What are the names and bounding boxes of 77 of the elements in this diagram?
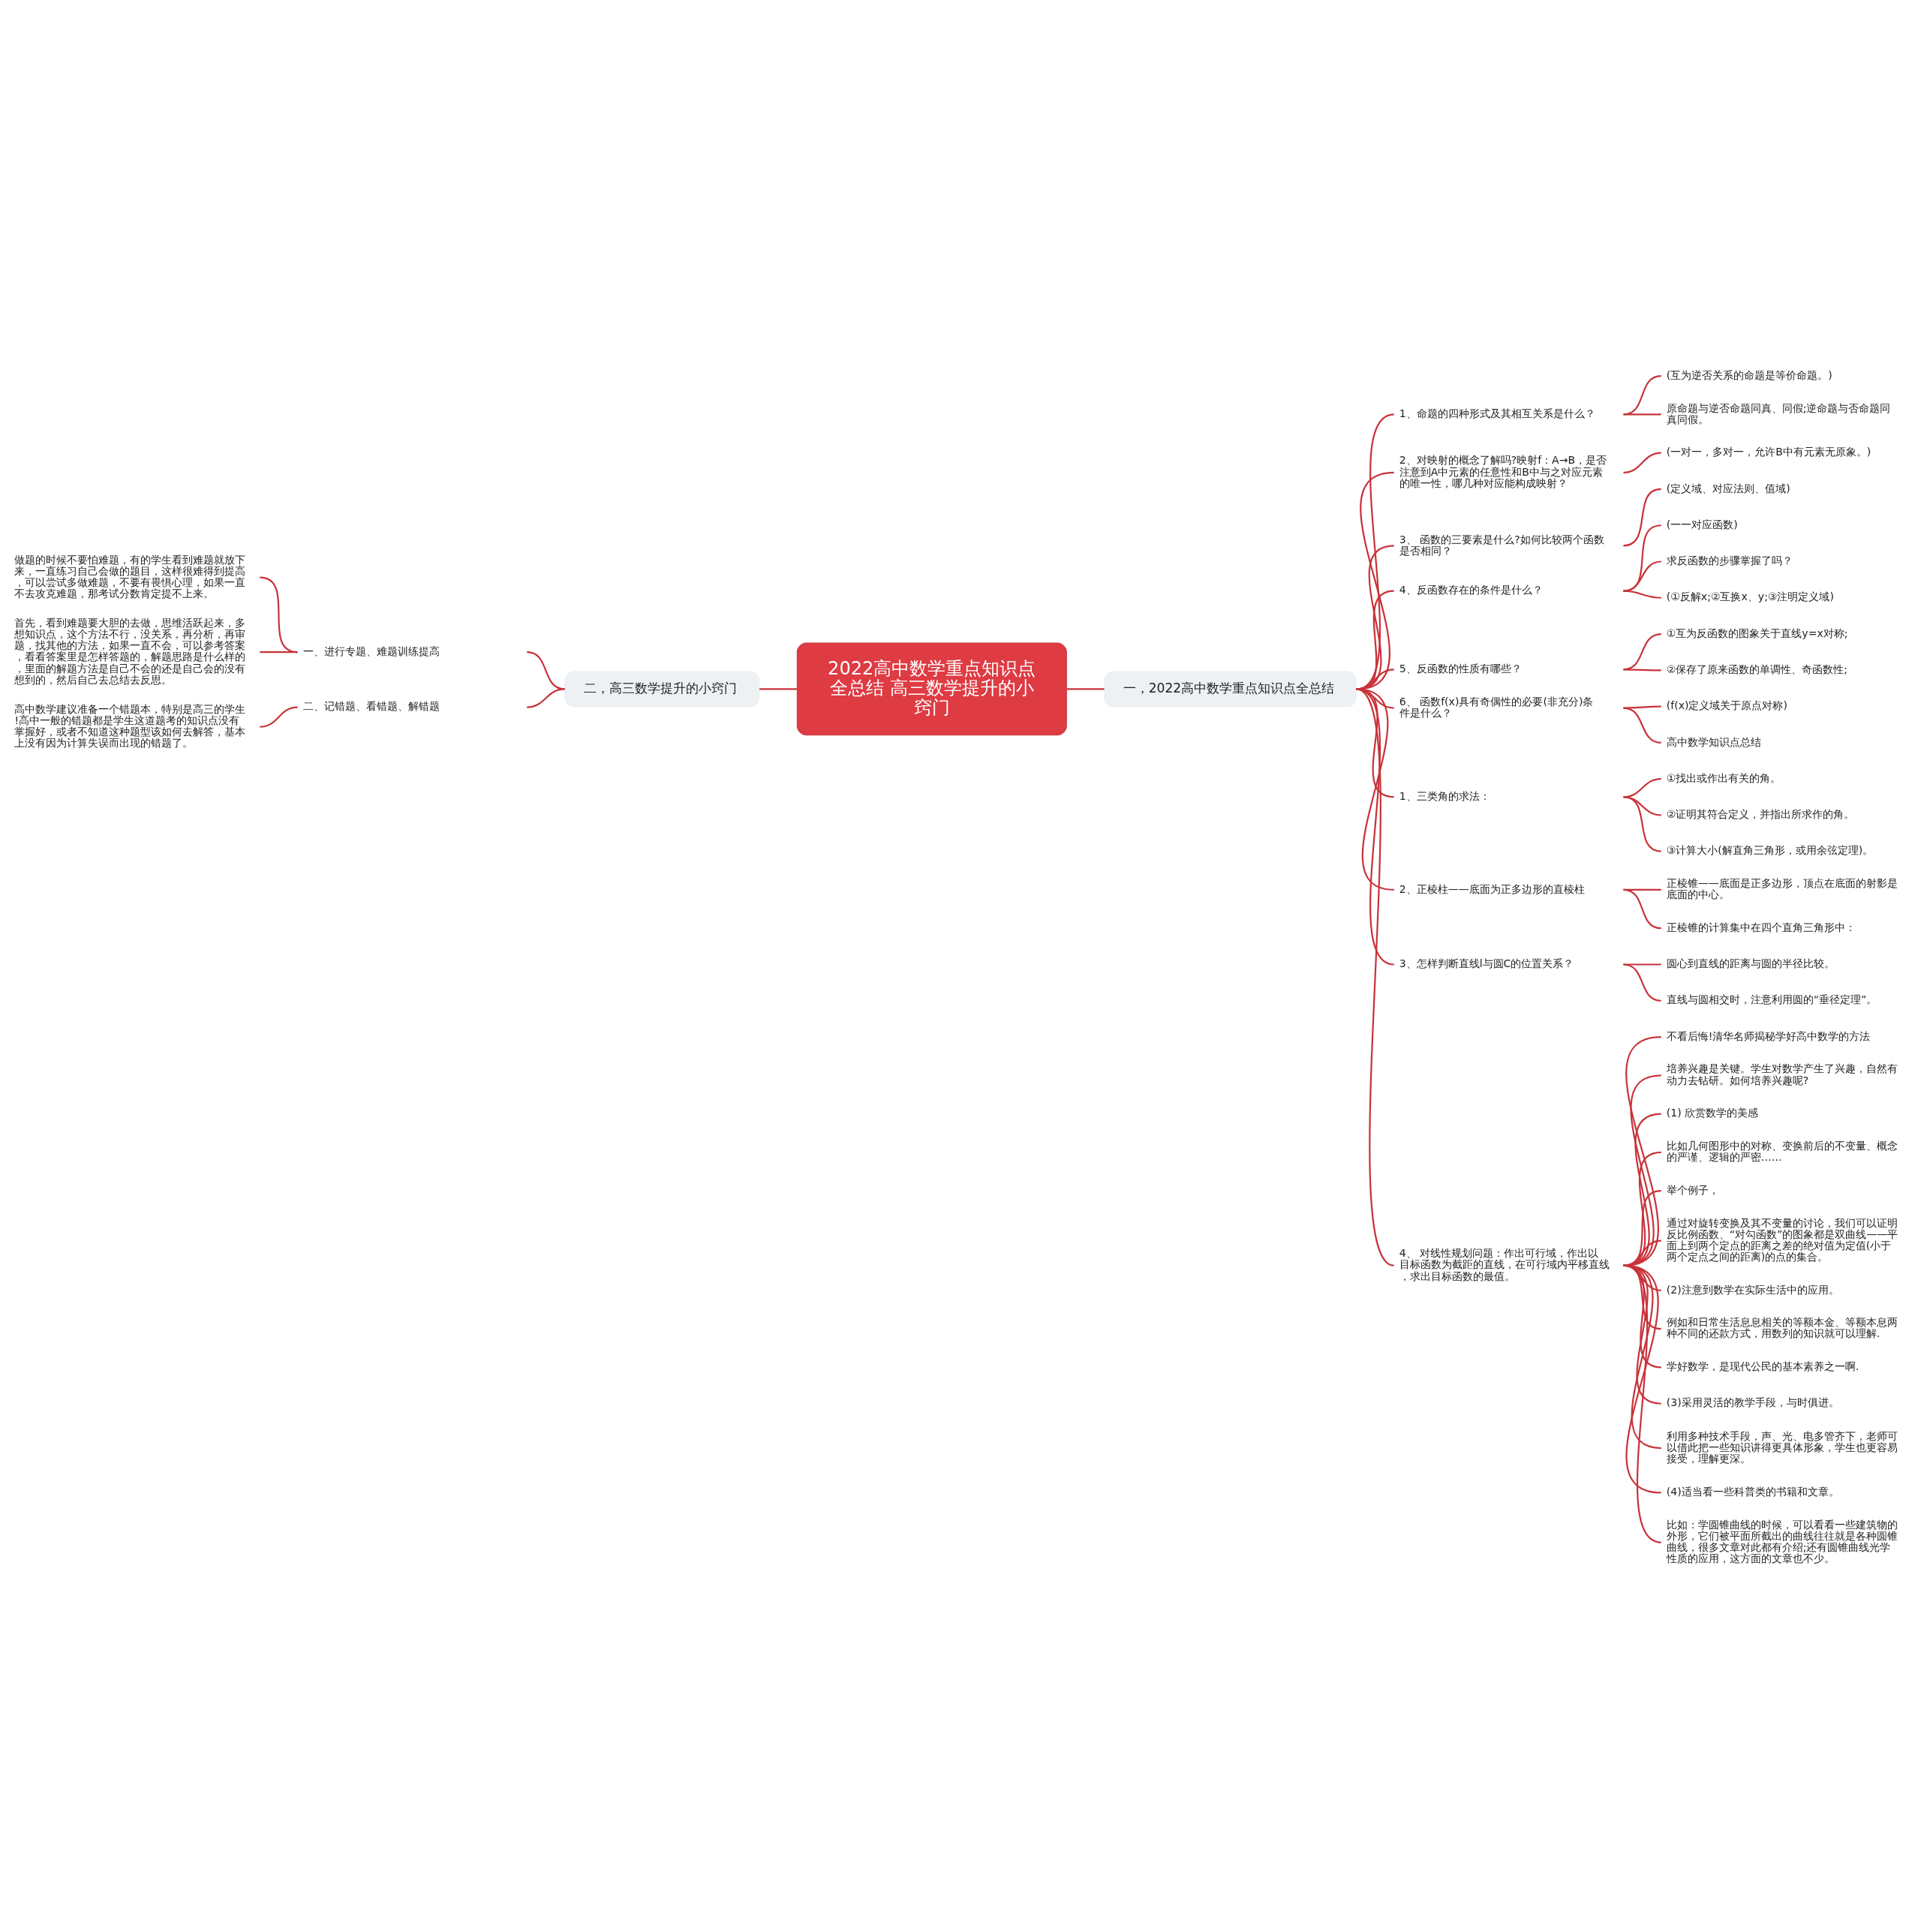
node-text: 2、正棱柱——底面为正多边形的直棱柱	[1399, 882, 1585, 895]
node-text: 利用多种技术手段，声、光、电多管齐下，老师可以借此把一些知识讲得更具体形象，学生也更容易接受，理解更深。	[1666, 1429, 1898, 1465]
connector	[1623, 590, 1661, 599]
connector	[260, 576, 298, 654]
connector	[1623, 1151, 1661, 1266]
node-text: 比如：学圆锥曲线的时候，可以看看一些建筑物的外形，它们被平面所截出的曲线往往就是各种圆锥曲线，很多文章对此都有介绍;还有圆锥曲线光学性质的应用，这方面的文章也不少。	[1666, 1518, 1898, 1565]
connector	[260, 706, 298, 728]
node-text: 通过对旋转变换及其不变量的讨论，我们可以证明反比例函数、“对勾函数”的图象都是双曲线——平面上到两个定点的距离之差的绝对值为定值(小于两个定点之间的距离)的点的集合。	[1666, 1216, 1898, 1263]
node-text: ②证明其符合定义，并指出所求作的角。	[1666, 808, 1855, 821]
node-text: 圆心到直线的距离与圆的半径比较。	[1666, 957, 1835, 970]
node-text: 1、命题的四种形式及其相互关系是什么？	[1399, 407, 1595, 420]
connector	[1623, 963, 1661, 966]
connector	[1623, 524, 1661, 592]
connector	[759, 688, 798, 690]
connector	[1623, 707, 1661, 744]
connector	[1623, 705, 1661, 709]
node-text: 二、记错题、看错题、解错题	[302, 700, 440, 713]
connector	[1623, 375, 1661, 416]
node-text: 原命题与逆否命题同真、同假;逆命题与否命题同真同假。	[1666, 401, 1891, 425]
node-text: 3、 函数的三要素是什么?如何比较两个函数是否相同？	[1399, 533, 1604, 557]
node-text: 4、 对线性规划问题：作出可行域，作出以目标函数为截距的直线，在可行域内平移直线，求出目标函数的最值。	[1399, 1247, 1610, 1282]
node-text: ②保存了原来函数的单调性、奇函数性;	[1666, 663, 1848, 676]
node-text: (4)适当看一些科普类的书籍和文章。	[1666, 1486, 1839, 1498]
node-text: (一一对应函数)	[1666, 518, 1738, 530]
connector	[260, 651, 298, 654]
connector	[1623, 796, 1661, 852]
node-text: 高中数学建议准备一个错题本，特别是高三的学生!高中一般的错题都是学生这道题考的知识点没有掌握好，或者不知道这种题型该如何去解答，基本上没有因为计算失误而出现的错题了。	[14, 702, 246, 750]
node-text: (f(x)定义域关于原点对称)	[1666, 699, 1787, 712]
node-text: 2、对映射的概念了解吗?映射f：A→B，是否注意到A中元素的任意性和B中与之对应元素的唯一性，哪几种对应能构成映射？	[1399, 454, 1607, 489]
connector	[1623, 452, 1661, 473]
node-text: ③计算大小(解直角三角形，或用余弦定理)。	[1666, 844, 1874, 857]
node-text: 培养兴趣是关键。学生对数学产生了兴趣，自然有动力去钻研。如何培养兴趣呢?	[1666, 1062, 1898, 1086]
connector	[1623, 488, 1661, 547]
node-text: 3、怎样判断直线l与圆C的位置关系？	[1399, 957, 1574, 970]
node-text: ①找出或作出有关的角。	[1666, 771, 1781, 784]
connector	[1623, 1264, 1662, 1543]
node-text: (互为逆否关系的命题是等价命题。)	[1666, 368, 1832, 381]
node-text: 直线与圆相交时，注意利用圆的“垂径定理”。	[1666, 993, 1877, 1006]
connector	[1623, 560, 1661, 592]
connector	[1623, 1113, 1661, 1266]
node-text: (定义域、对应法则、值域)	[1666, 482, 1790, 494]
connector	[1623, 888, 1661, 930]
connector	[1623, 1035, 1661, 1266]
node-text: 高中数学知识点总结	[1666, 735, 1761, 748]
node-text: 学好数学，是现代公民的基本素养之一啊.	[1666, 1360, 1859, 1373]
connector	[1623, 1074, 1661, 1266]
connector	[1623, 632, 1661, 671]
connector	[1623, 669, 1661, 672]
node-text: 比如几何图形中的对称、变换前后的不变量、概念的严谨、逻辑的严密……	[1666, 1140, 1898, 1164]
node-text: (1) 欣赏数学的美感	[1666, 1107, 1759, 1119]
node-text: 一、进行专题、难题训练提高	[302, 645, 440, 657]
node-text: (3)采用灵活的教学手段，与时俱进。	[1666, 1396, 1839, 1409]
connector	[1623, 413, 1661, 416]
node-text: 做题的时候不要怕难题，有的学生看到难题就放下来，一直练习自己会做的题目，这样很难得到提高，可以尝试多做难题，不要有畏惧心理，如果一直不去攻克难题，那考试分数肯定提不上来。	[14, 553, 246, 599]
node-box: 2022高中数学重点知识点全总结 高三数学提升的小窍门	[796, 642, 1067, 736]
connector	[1623, 1264, 1661, 1494]
node-text: 举个例子，	[1666, 1183, 1719, 1196]
node-box: 一，2022高中数学重点知识点全总结	[1104, 671, 1357, 708]
node-text: 正棱锥的计算集中在四个直角三角形中：	[1666, 921, 1856, 933]
node-text: 6、 函数f(x)具有奇偶性的必要(非充分)条件是什么？	[1399, 695, 1594, 719]
node-text: 4、反函数存在的条件是什么？	[1399, 584, 1543, 596]
node-text: 正棱锥——底面是正多边形，顶点在底面的射影是底面的中心。	[1666, 877, 1898, 901]
connector	[1623, 1190, 1661, 1266]
node-text: 1、三类角的求法：	[1399, 789, 1490, 802]
node-text: (2)注意到数学在实际生活中的应用。	[1666, 1283, 1839, 1296]
connector	[527, 688, 565, 708]
node-text: 不看后悔!清华名师揭秘学好高中数学的方法	[1666, 1029, 1871, 1042]
node-text: (①反解x;②互换x、y;③注明定义域)	[1666, 590, 1834, 603]
node-text: 5、反函数的性质有哪些？	[1399, 663, 1522, 675]
node-box: 二，高三数学提升的小窍门	[564, 671, 760, 708]
node-text: (一对一，多对一，允许B中有元素无原象。)	[1666, 446, 1871, 458]
node-text: 首先，看到难题要大胆的去做，思维活跃起来，多想知识点，这个方法不行，没关系，再分析，再审题，找其他的方法，如果一直不会，可以参考答案，看看答案里是怎样答题的，解题思路是什么样的，里面的解题方法是自己不会的还是自己会的没有想到的，然后自己去总结去反思。	[14, 617, 246, 686]
node-text: 例如和日常生活息息相关的等额本金、等额本息两种不同的还款方式，用数列的知识就可以理解.	[1666, 1316, 1898, 1340]
node-text: ①互为反函数的图象关于直线y=x对称;	[1666, 626, 1848, 639]
connector	[1623, 963, 1661, 1002]
node-text: 求反函数的步骤掌握了吗？	[1666, 554, 1793, 567]
connector	[1066, 688, 1105, 690]
